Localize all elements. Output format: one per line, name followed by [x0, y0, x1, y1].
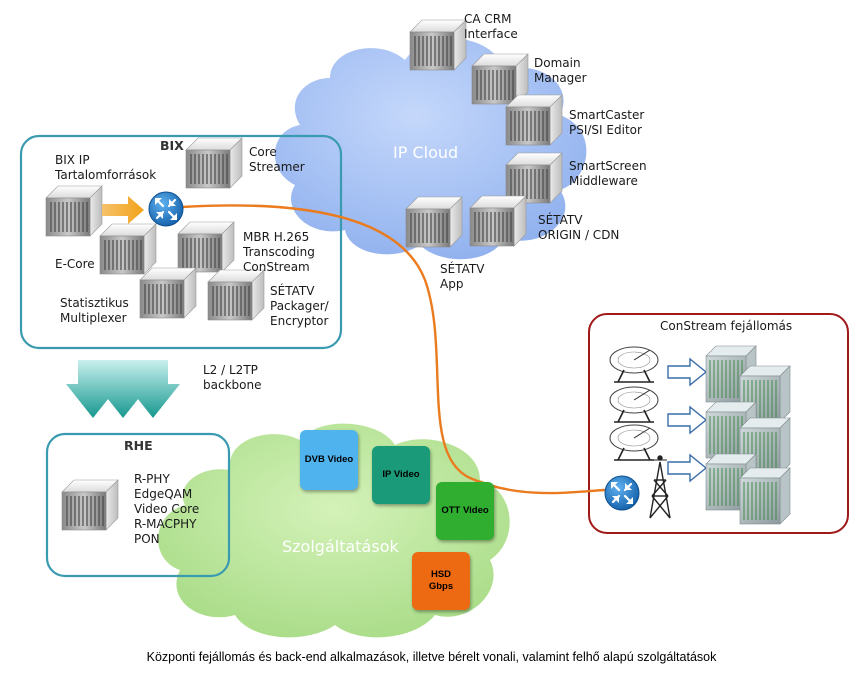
server-icon-packager — [207, 269, 265, 321]
router-icon-constream — [603, 474, 641, 512]
server-icon-smartcaster — [505, 94, 563, 146]
services-cloud-label: Szolgáltatások — [282, 537, 399, 556]
router-icon-bix — [147, 190, 185, 228]
service-hsd: HSD Gbps — [412, 552, 470, 610]
label-e-core: E-Core — [55, 257, 95, 271]
satellite-dish-icon-2 — [609, 386, 659, 423]
label-rhe-list: R-PHY EdgeQAM Video Core R-MACPHY PON — [134, 472, 200, 546]
label-ca-crm: CA CRM Interface — [464, 12, 518, 41]
orange-link-line — [181, 204, 606, 495]
ip-cloud-label: IP Cloud — [393, 143, 459, 162]
label-core-streamer: Core Streamer — [249, 145, 305, 174]
constream-region-box — [588, 313, 849, 534]
constream-arrow-icons — [667, 357, 708, 483]
satellite-dish-icon-1 — [609, 346, 659, 383]
rhe-region-box — [45, 432, 231, 578]
server-icon-smartscreen — [505, 152, 563, 204]
server-icon-stat-mux — [139, 267, 197, 319]
satellite-dish-icon-3 — [609, 424, 659, 461]
label-setatv-app: SÉTATV App — [440, 262, 485, 291]
server-icon-setatv-origin — [469, 195, 527, 247]
rack-stack-icon — [705, 345, 791, 525]
label-smartcaster: SmartCaster PSI/SI Editor — [569, 108, 645, 137]
yellow-arrow-icon — [102, 196, 144, 224]
server-icon-mbr — [177, 221, 235, 273]
label-stat-mux: Statisztikus Multiplexer — [60, 296, 129, 325]
constream-title: ConStream fejállomás — [660, 319, 793, 333]
label-smartscreen: SmartScreen Middleware — [569, 159, 647, 188]
label-domain-manager: Domain Manager — [534, 56, 587, 85]
service-ip-video: IP Video — [372, 446, 430, 504]
server-icon-setatv-app — [405, 196, 463, 248]
bix-title: BIX — [160, 138, 184, 153]
label-packager: SÉTATV Packager/ Encryptor — [270, 284, 329, 328]
server-icon-ca-crm — [409, 19, 467, 71]
bix-region-box — [19, 134, 343, 350]
backbone-arrow-icon — [66, 360, 180, 418]
server-icon-bix-ip — [45, 185, 103, 237]
label-setatv-origin: SÉTATV ORIGIN / CDN — [538, 213, 620, 242]
rhe-title: RHE — [124, 438, 153, 453]
server-icon-rhe — [61, 479, 119, 531]
service-ott-video: OTT Video — [436, 482, 494, 540]
server-icon-core-streamer — [185, 137, 243, 189]
label-backbone: L2 / L2TP backbone — [203, 363, 262, 392]
figure-caption: Központi fejállomás és back-end alkalmaz… — [146, 650, 717, 664]
service-dvb-video: DVB Video — [300, 430, 358, 490]
label-bix-ip: BIX IP Tartalomforrások — [55, 153, 157, 182]
label-mbr: MBR H.265 Transcoding ConStream — [243, 230, 315, 274]
tower-antenna-icon — [649, 455, 671, 519]
server-icon-e-core — [99, 223, 157, 275]
